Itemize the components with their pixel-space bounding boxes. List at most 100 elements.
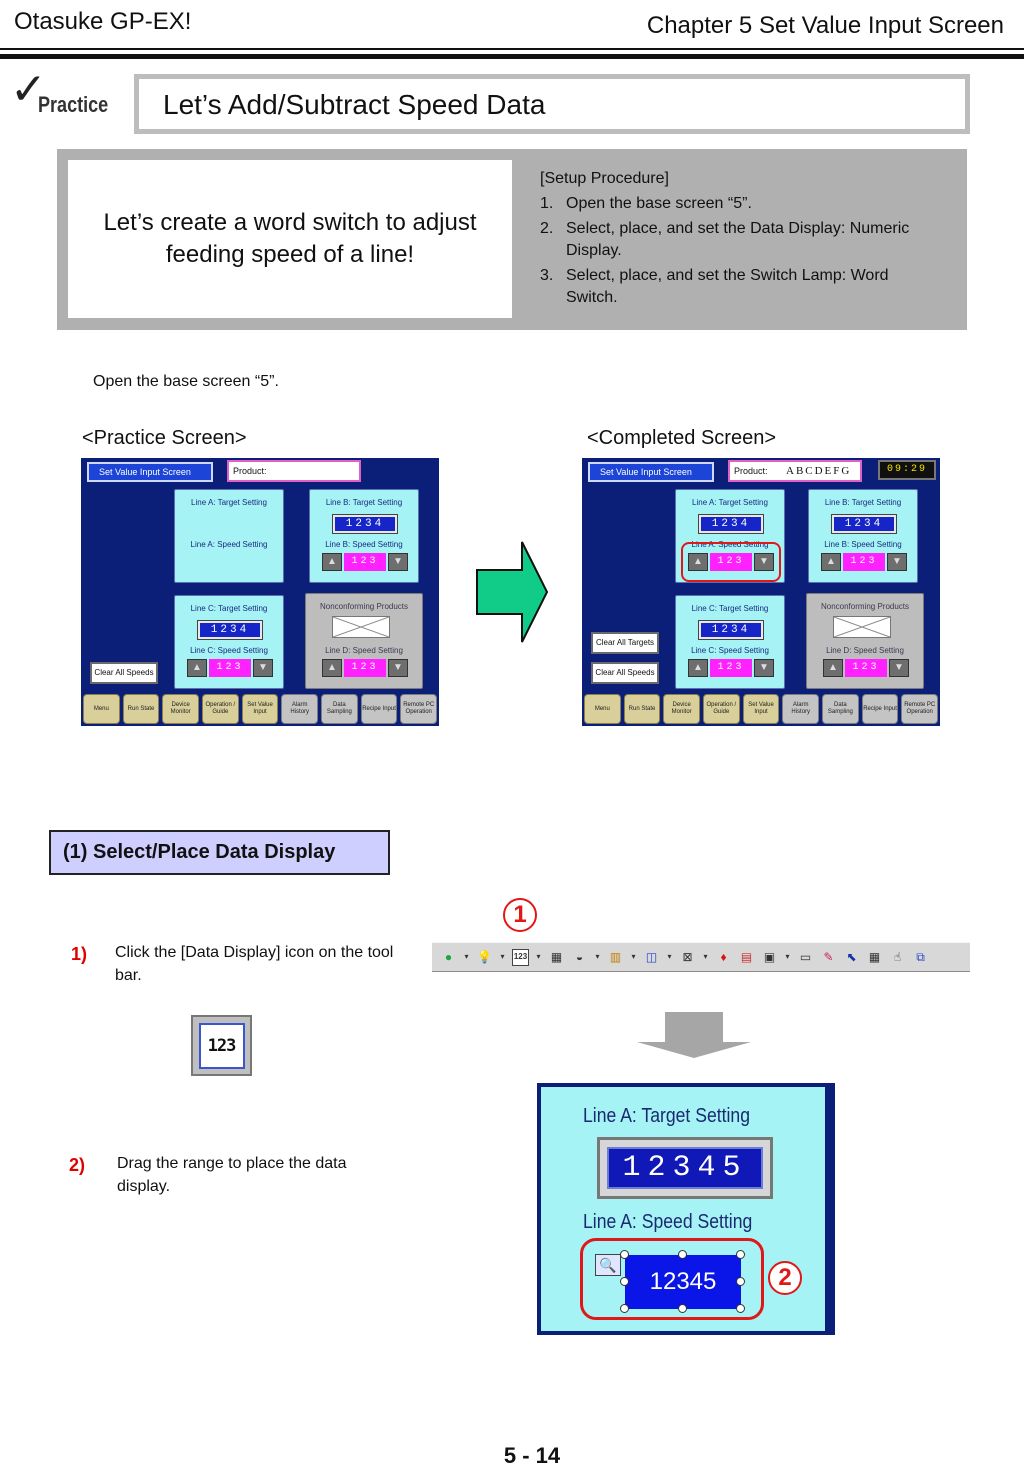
cursor-icon[interactable]: ⬉ xyxy=(846,950,857,964)
down-arrow-icon: ▼ xyxy=(754,553,774,571)
dropdown-icon[interactable]: ▾ xyxy=(595,952,600,961)
window-icon[interactable]: ⊠ xyxy=(682,950,693,964)
down-arrow-icon: ▼ xyxy=(388,553,408,571)
data-display-icon[interactable]: 123 xyxy=(512,948,529,966)
highlight-ring xyxy=(681,542,781,582)
data-display-icon-face: 123 xyxy=(198,1022,245,1069)
up-arrow-icon: ▲ xyxy=(688,659,708,677)
line-b-speed-label: Line B: Speed Setting xyxy=(325,540,403,549)
resize-handle[interactable] xyxy=(736,1304,745,1313)
line-c-speed-display: 123 xyxy=(209,659,251,677)
completed-screen-label: <Completed Screen> xyxy=(587,427,777,449)
header-book-title: Otasuke GP-EX! xyxy=(14,8,192,35)
setup-step: 2.Select, place, and set the Data Displa… xyxy=(540,218,940,262)
line-a-panel-zoomed: Line A: Target Setting 12345 Line A: Spe… xyxy=(541,1087,825,1331)
document-icon[interactable]: ▤ xyxy=(740,950,753,964)
resize-handle[interactable] xyxy=(678,1250,687,1259)
copy-icon[interactable]: ⧉ xyxy=(916,950,925,964)
pen-icon[interactable]: ✎ xyxy=(823,950,834,964)
line-c-panel: Line C: Target Setting 1234 Line C: Spee… xyxy=(675,595,785,689)
nav-menu: Menu xyxy=(83,694,120,724)
nav-run-state: Run State xyxy=(623,694,661,724)
line-c-target-label: Line C: Target Setting xyxy=(190,604,268,613)
line-d-speed-display: 123 xyxy=(845,659,887,677)
dropdown-icon[interactable]: ▾ xyxy=(631,952,636,961)
nav-set-value-input: Set Value Input xyxy=(241,694,279,724)
up-arrow-icon: ▲ xyxy=(821,553,841,571)
up-arrow-icon: ▲ xyxy=(322,659,342,677)
nav-recipe-input: Recipe Input xyxy=(360,694,398,724)
header-rule-thick xyxy=(0,54,1024,59)
setup-step-text: Select, place, and set the Switch Lamp: … xyxy=(566,267,889,306)
line-d-panel: Nonconforming Products Line D: Speed Set… xyxy=(806,593,924,689)
resize-handle[interactable] xyxy=(736,1277,745,1286)
dropdown-icon[interactable]: ▾ xyxy=(667,952,672,961)
calendar-icon[interactable]: ▣ xyxy=(763,950,776,964)
resize-handle[interactable] xyxy=(620,1250,629,1259)
line-a-speed-label: Line A: Speed Setting xyxy=(691,540,769,549)
down-arrow-icon xyxy=(637,1012,751,1058)
nav-data-sampling: Data Sampling xyxy=(822,694,859,724)
line-a-panel: Line A: Target Setting 1234 Line A: Spee… xyxy=(675,489,785,583)
nav-alarm-history: Alarm History xyxy=(782,694,820,724)
dropdown-icon[interactable]: ▾ xyxy=(785,952,790,961)
resize-handle[interactable] xyxy=(620,1304,629,1313)
practice-badge-label: Practice xyxy=(38,92,109,117)
line-b-speed-label: Line B: Speed Setting xyxy=(824,540,902,549)
placed-data-display[interactable]: 12345 xyxy=(625,1255,741,1309)
line-a-panel: Line A: Target Setting Line A: Speed Set… xyxy=(174,489,284,583)
nav-set-value-input: Set Value Input xyxy=(742,694,780,724)
alarm-icon[interactable]: ♦ xyxy=(720,950,727,964)
resize-handle[interactable] xyxy=(736,1250,745,1259)
grid-icon[interactable]: ▦ xyxy=(550,950,563,964)
data-display-icon-enlarged: 123 xyxy=(191,1015,252,1076)
trend-graph-icon[interactable]: ◫ xyxy=(645,950,658,964)
dropdown-icon[interactable]: ▾ xyxy=(500,952,505,961)
clear-all-speeds-button: Clear All Speeds xyxy=(90,662,158,684)
resize-handle[interactable] xyxy=(678,1304,687,1313)
graph-icon[interactable]: ◒ xyxy=(575,950,584,964)
resize-handle[interactable] xyxy=(620,1277,629,1286)
clear-all-targets-button: Clear All Targets xyxy=(591,632,659,654)
line-b-target-display: 1234 xyxy=(831,514,897,534)
nonconforming-label: Nonconforming Products xyxy=(319,602,409,611)
line-c-target-display: 1234 xyxy=(197,620,263,640)
line-d-speed-label: Line D: Speed Setting xyxy=(325,646,403,655)
nav-run-state: Run State xyxy=(122,694,160,724)
line-a-speed-display: 123 xyxy=(710,553,752,571)
hand-icon[interactable]: ☝ xyxy=(893,950,902,964)
nonconforming-placeholder xyxy=(833,616,891,638)
marker-1: 1 xyxy=(503,898,537,932)
nonconforming-label: Nonconforming Products xyxy=(820,602,910,611)
step-1-number: 1) xyxy=(71,944,88,964)
marker-2: 2 xyxy=(768,1261,802,1295)
dropdown-icon[interactable]: ▾ xyxy=(536,952,541,961)
screen-title-tab: Set Value Input Screen xyxy=(87,462,213,482)
zoom-target-display: 12345 xyxy=(597,1137,773,1199)
line-a-speed-label: Line A: Speed Setting xyxy=(190,540,268,549)
product-value: ABCDEFG xyxy=(786,465,852,477)
screen-title-tab: Set Value Input Screen xyxy=(588,462,714,482)
header-chapter-title: Chapter 5 Set Value Input Screen xyxy=(646,12,1004,39)
nav-data-sampling: Data Sampling xyxy=(321,694,358,724)
nav-operation-guide: Operation / Guide xyxy=(703,694,740,724)
down-arrow-icon: ▼ xyxy=(754,659,774,677)
product-field: Product:ABCDEFG xyxy=(728,460,862,482)
bulb-icon[interactable]: 💡 xyxy=(477,950,492,964)
setup-step-number: 1. xyxy=(540,195,554,212)
clock-display: 09:29 xyxy=(878,460,936,480)
dropdown-icon[interactable]: ▾ xyxy=(703,952,708,961)
up-arrow-icon: ▲ xyxy=(187,659,207,677)
header-rule-thin xyxy=(0,48,1024,50)
dropdown-icon[interactable]: ▾ xyxy=(464,952,469,961)
nav-recipe-input: Recipe Input xyxy=(861,694,899,724)
line-b-speed-display: 123 xyxy=(843,553,885,571)
parts-toolbar: ● ▾ 💡 ▾ 123 ▾ ▦ ◒ ▾ ▥ ▾ ◫ ▾ ⊠ ▾ ♦ ▤ ▣ ▾ … xyxy=(432,942,970,972)
page-number: 5 - 14 xyxy=(503,1443,561,1468)
lamp-green-icon[interactable]: ● xyxy=(444,950,453,964)
bar-chart-icon[interactable]: ▥ xyxy=(609,950,622,964)
nav-operation-guide: Operation / Guide xyxy=(202,694,239,724)
message-icon[interactable]: ▭ xyxy=(799,950,812,964)
keypad-icon[interactable]: ▦ xyxy=(868,950,881,964)
line-a-target-display: 1234 xyxy=(698,514,764,534)
